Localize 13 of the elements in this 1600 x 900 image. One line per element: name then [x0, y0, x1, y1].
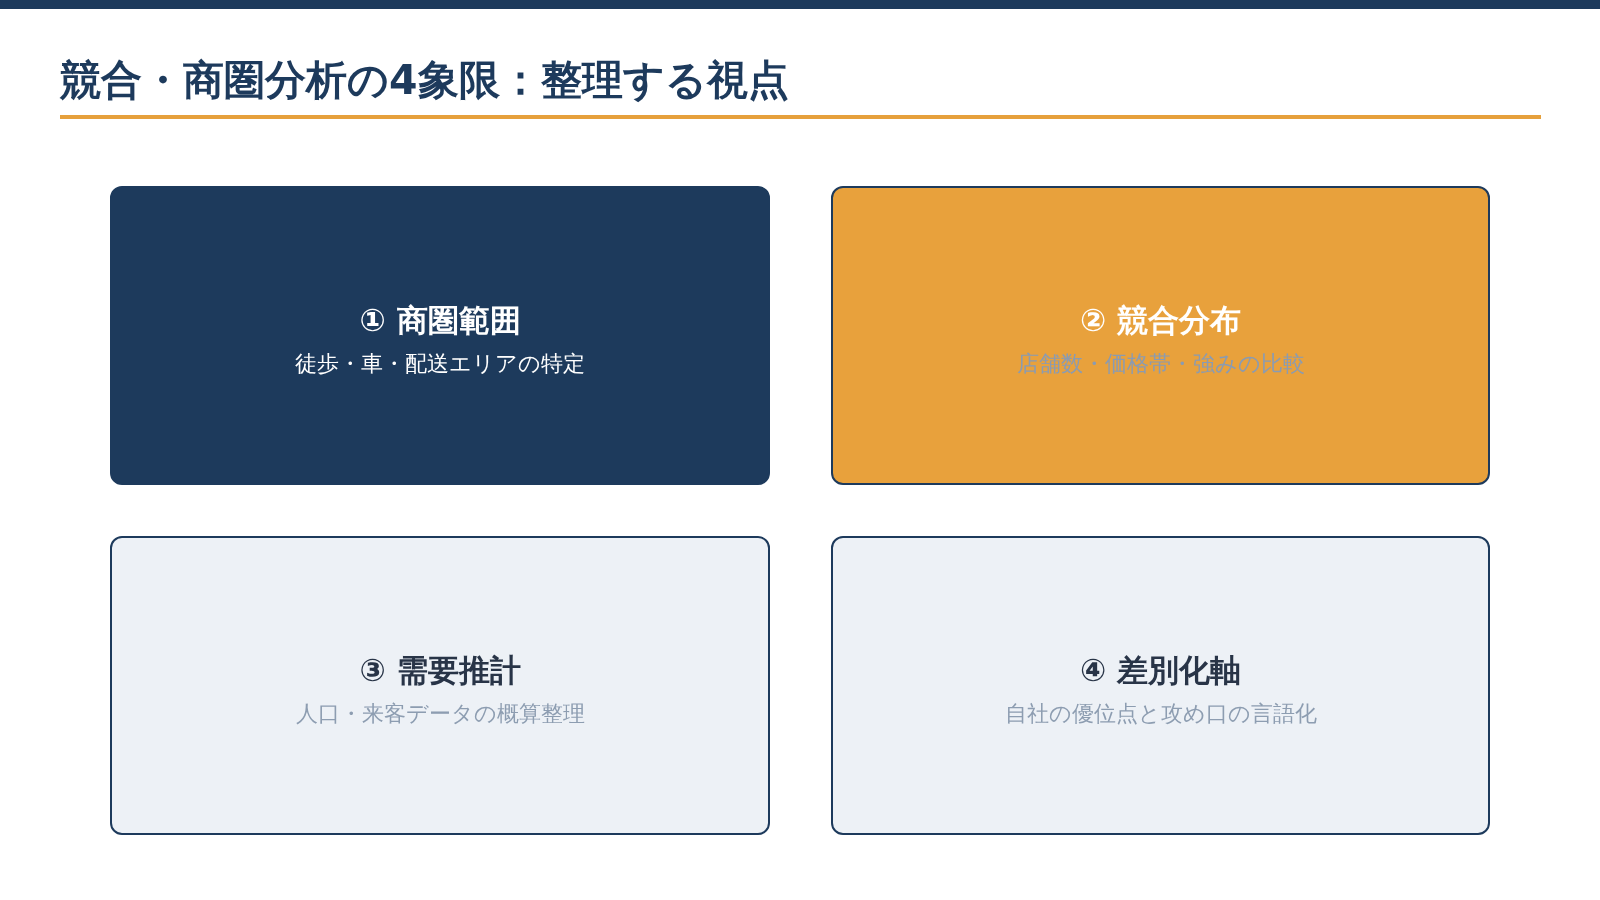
box-heading: ② 競合分布	[1079, 300, 1241, 340]
box-heading: ① 商圏範囲	[359, 300, 521, 340]
box-heading: ③ 需要推計	[359, 650, 521, 690]
box-subtitle: 店舗数・価格帯・強みの比較	[1016, 349, 1305, 378]
box-subtitle: 徒歩・車・配送エリアの特定	[295, 349, 585, 378]
quadrant-box	[110, 536, 770, 835]
quadrant-box	[831, 186, 1490, 485]
box-heading: ④ 差別化軸	[1079, 650, 1241, 690]
quadrant-box	[831, 536, 1490, 835]
quadrant-box	[110, 186, 770, 485]
box-subtitle: 自社の優位点と攻め口の言語化	[1004, 699, 1317, 728]
box-subtitle: 人口・来客データの概算整理	[295, 699, 585, 728]
slide-title: 競合・商圏分析の4象限：整理する視点	[60, 55, 789, 106]
